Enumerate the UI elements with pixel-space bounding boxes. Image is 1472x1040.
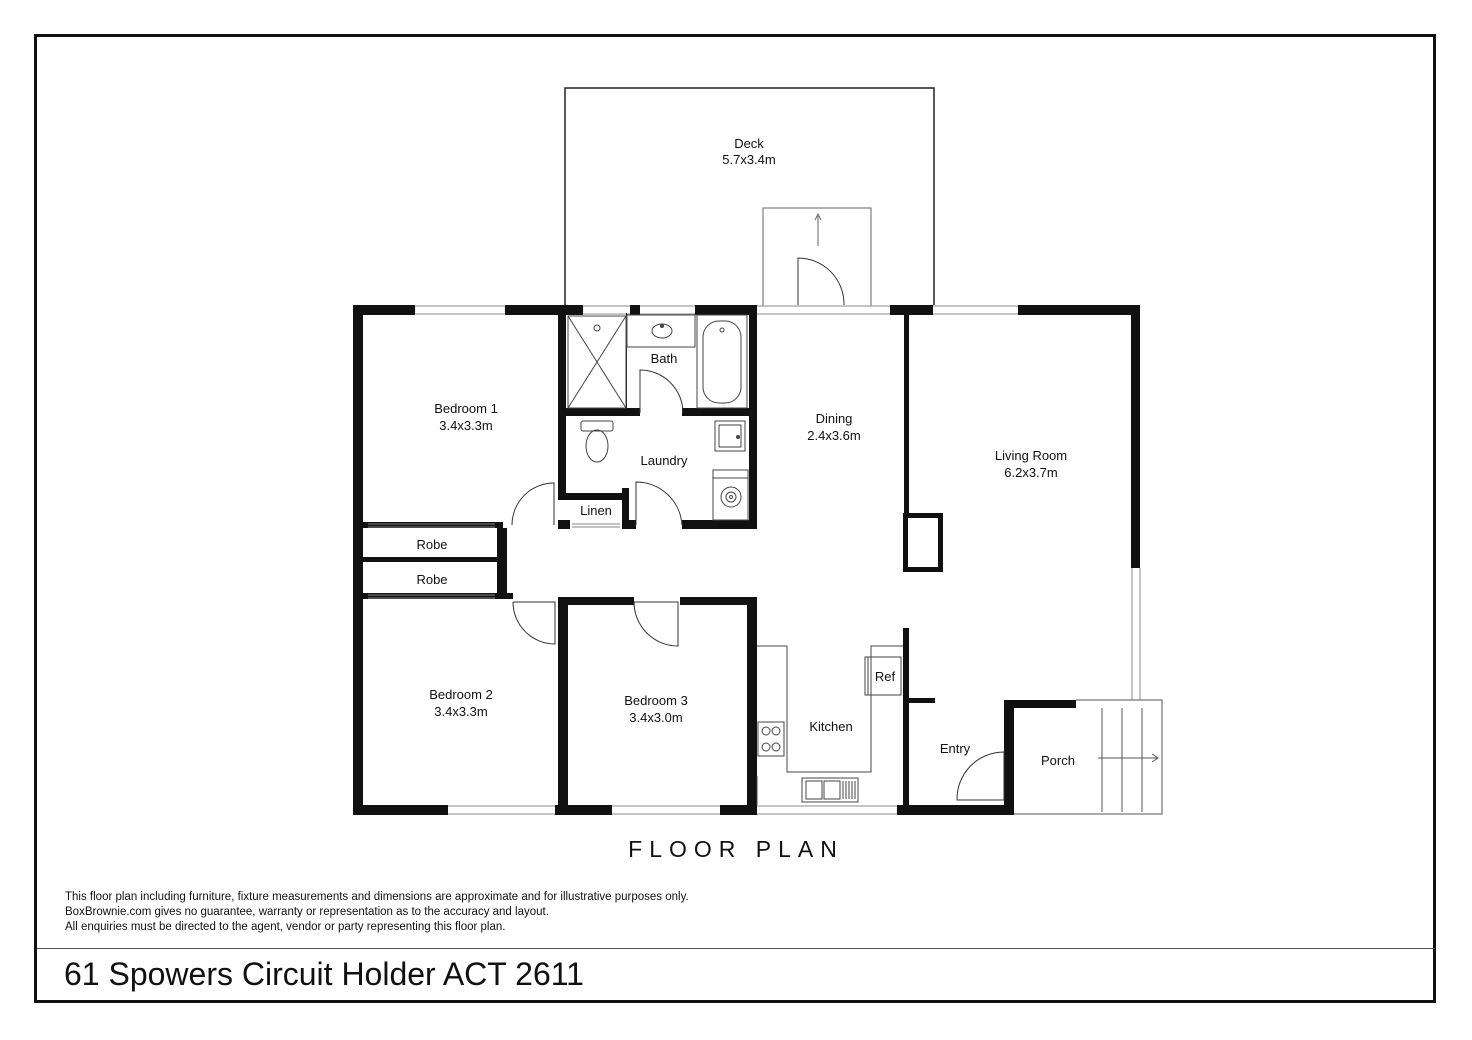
laundry-label: Laundry bbox=[641, 453, 688, 468]
bedroom2-size: 3.4x3.3m bbox=[434, 704, 487, 719]
footer-divider bbox=[37, 948, 1435, 949]
disclaimer-line: This floor plan including furniture, fix… bbox=[65, 891, 689, 903]
kitchen-sink bbox=[801, 777, 859, 803]
property-address: 61 Spowers Circuit Holder ACT 2611 bbox=[64, 956, 584, 992]
porch-label: Porch bbox=[1041, 753, 1075, 768]
windows bbox=[415, 305, 1162, 815]
robe2-label: Robe bbox=[416, 572, 447, 587]
deck-size: 5.7x3.4m bbox=[722, 152, 775, 167]
disclaimer-line: All enquiries must be directed to the ag… bbox=[65, 921, 506, 933]
page-frame bbox=[34, 34, 1436, 1003]
living-room-size: 6.2x3.7m bbox=[1004, 465, 1057, 480]
bath-label: Bath bbox=[651, 351, 678, 366]
laundry-tub bbox=[714, 420, 746, 452]
bath-vanity bbox=[626, 314, 696, 348]
floor-plan-heading: FLOOR PLAN bbox=[628, 836, 844, 862]
disclaimer-line: BoxBrownie.com gives no guarantee, warra… bbox=[65, 906, 549, 918]
door-swings bbox=[511, 257, 1005, 801]
deck-outline bbox=[564, 87, 935, 305]
bedroom3-size: 3.4x3.0m bbox=[629, 710, 682, 725]
room-labels: Deck 5.7x3.4m Bath Bedroom 1 3.4x3.3m La… bbox=[416, 136, 1075, 768]
dining-size: 2.4x3.6m bbox=[807, 428, 860, 443]
fridge bbox=[864, 656, 902, 696]
entry-label: Entry bbox=[940, 741, 971, 756]
kitchen-label: Kitchen bbox=[809, 719, 852, 734]
robe-doors bbox=[368, 523, 620, 599]
deck-label: Deck bbox=[734, 136, 764, 151]
bedroom2-label: Bedroom 2 bbox=[429, 687, 493, 702]
bedroom1-label: Bedroom 1 bbox=[434, 401, 498, 416]
washing-machine bbox=[712, 469, 749, 521]
living-room-label: Living Room bbox=[995, 448, 1067, 463]
bedroom1-size: 3.4x3.3m bbox=[439, 418, 492, 433]
deck-steps bbox=[762, 207, 872, 307]
bedroom3-label: Bedroom 3 bbox=[624, 693, 688, 708]
cooktop bbox=[757, 721, 785, 757]
bathtub bbox=[696, 314, 748, 409]
robe1-label: Robe bbox=[416, 537, 447, 552]
porch-outline bbox=[1014, 699, 1163, 815]
dining-label: Dining bbox=[816, 411, 853, 426]
walls bbox=[353, 305, 1140, 815]
shower bbox=[567, 315, 627, 409]
kitchen-bench bbox=[756, 645, 903, 805]
disclaimer: This floor plan including furniture, fix… bbox=[65, 890, 689, 935]
ref-label: Ref bbox=[875, 669, 896, 684]
toilet bbox=[580, 420, 614, 463]
linen-label: Linen bbox=[580, 503, 612, 518]
